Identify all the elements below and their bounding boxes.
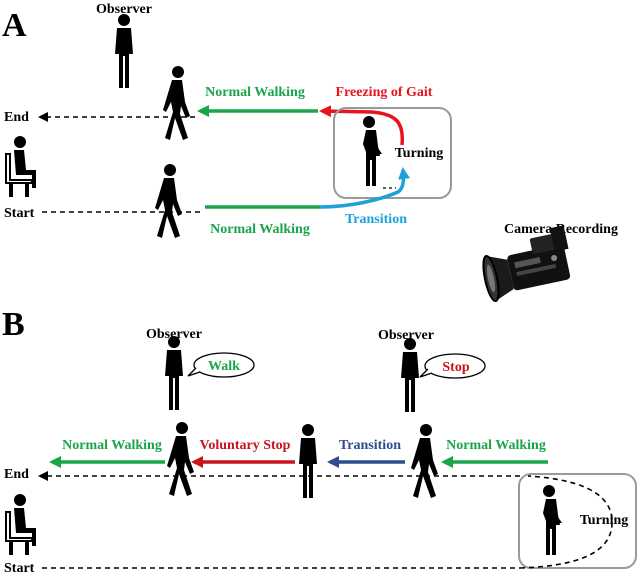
normal-walking-top-label: Normal Walking bbox=[205, 85, 305, 100]
walking-person-b-right bbox=[411, 424, 438, 498]
seated-person-a bbox=[5, 135, 37, 197]
panel-letter-a: A bbox=[2, 7, 27, 44]
start-label-a: Start bbox=[4, 206, 35, 221]
turning-person-a bbox=[363, 116, 382, 186]
turning-person-b bbox=[543, 485, 562, 555]
normal-walking-label-b-left: Normal Walking bbox=[62, 438, 162, 453]
observer-figure-a bbox=[115, 14, 133, 88]
walking-person-b-left bbox=[167, 422, 194, 496]
transition-label-b: Transition bbox=[339, 438, 401, 453]
observer-label-b-right: Observer bbox=[378, 328, 434, 343]
turning-box-a bbox=[333, 107, 452, 199]
end-label-a: End bbox=[4, 110, 29, 125]
walking-person-top-a bbox=[163, 66, 190, 140]
seated-person-b bbox=[5, 493, 37, 555]
transition-arrow-a bbox=[319, 167, 411, 209]
start-label-b: Start bbox=[4, 561, 35, 575]
transition-label-a: Transition bbox=[345, 212, 407, 227]
speech-bubble-walk bbox=[187, 352, 255, 378]
turning-box-b bbox=[518, 473, 637, 569]
bubble-stop-text: Stop bbox=[442, 360, 469, 375]
freezing-of-gait-label: Freezing of Gait bbox=[336, 85, 433, 100]
turning-dashed-path-b bbox=[519, 475, 613, 569]
normal-walking-label-b-right: Normal Walking bbox=[446, 438, 546, 453]
standing-person-b bbox=[299, 424, 317, 498]
freezing-arrow-a bbox=[319, 105, 405, 146]
turning-label-a: Turning bbox=[395, 146, 444, 161]
voluntary-stop-label: Voluntary Stop bbox=[200, 438, 291, 453]
observer-label-a: Observer bbox=[96, 2, 152, 17]
end-label-b: End bbox=[4, 467, 29, 482]
bubble-walk-text: Walk bbox=[208, 359, 240, 374]
camera-icon bbox=[482, 225, 571, 303]
normal-walking-bottom-label: Normal Walking bbox=[210, 222, 310, 237]
observer-figure-b-right bbox=[401, 338, 419, 412]
panel-letter-b: B bbox=[2, 306, 25, 343]
observer-label-b-left: Observer bbox=[146, 327, 202, 342]
observer-figure-b-left bbox=[165, 336, 183, 410]
speech-bubble-stop bbox=[419, 353, 486, 379]
turning-label-b: Turning bbox=[580, 513, 629, 528]
walking-person-bottom-a bbox=[155, 164, 182, 238]
